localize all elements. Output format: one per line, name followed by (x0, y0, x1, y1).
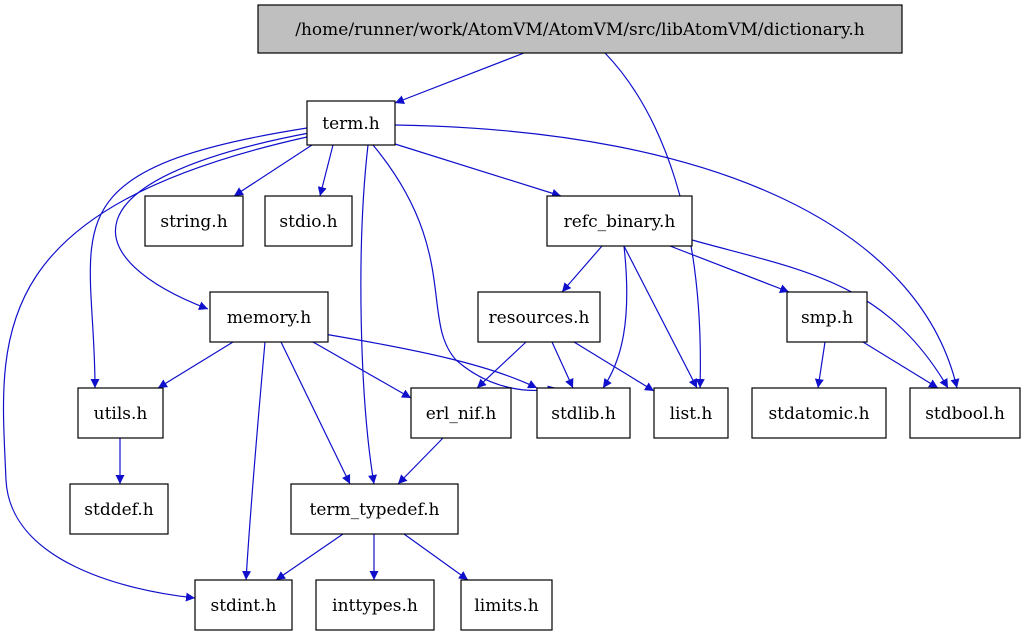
edge-resources-to-erl_nif (476, 341, 527, 389)
node-label: term.h (322, 114, 380, 134)
edge-term_typedef-to-stdint (275, 533, 344, 581)
node-dictionary[interactable]: /home/runner/work/AtomVM/AtomVM/src/libA… (257, 4, 903, 54)
node-label: erl_nif.h (426, 404, 497, 424)
node-label: string.h (160, 212, 227, 232)
node-box (257, 4, 903, 54)
edge-term-to-string (233, 144, 313, 197)
node-memory[interactable]: memory.h (209, 291, 329, 343)
node-label: refc_binary.h (564, 212, 676, 232)
node-term[interactable]: term.h (306, 100, 396, 146)
node-stdatomic[interactable]: stdatomic.h (751, 387, 887, 439)
node-erl-nif[interactable]: erl_nif.h (410, 387, 512, 439)
edge-smp-to-stdbool (862, 341, 939, 389)
node-label: inttypes.h (332, 596, 418, 616)
edge-memory-to-utils (157, 341, 234, 389)
node-box (653, 387, 729, 439)
edge-memory-to-stdint (242, 341, 266, 581)
edge-dictionary-to-list (604, 52, 705, 389)
node-label: stdatomic.h (768, 404, 869, 424)
node-box (264, 195, 353, 247)
nodes: /home/runner/work/AtomVM/AtomVM/src/libA… (69, 4, 1021, 631)
node-box (410, 387, 512, 439)
edge-term-to-stdio (317, 144, 334, 197)
node-box (144, 195, 244, 247)
edge-memory-to-term_typedef (280, 341, 351, 485)
edge-erl_nif-to-term_typedef (397, 437, 444, 485)
edges (2, 52, 960, 602)
node-term-typedef[interactable]: term_typedef.h (290, 483, 459, 535)
node-label: memory.h (227, 308, 311, 328)
node-inttypes[interactable]: inttypes.h (315, 579, 435, 631)
node-box (460, 579, 553, 631)
node-label: list.h (670, 404, 713, 424)
edge-refc_binary-to-stdbool (691, 239, 949, 389)
node-stdbool[interactable]: stdbool.h (909, 387, 1021, 439)
node-stdint[interactable]: stdint.h (194, 579, 293, 631)
edge-refc_binary-to-stdlib (602, 245, 628, 389)
node-box (786, 291, 868, 343)
node-list[interactable]: list.h (653, 387, 729, 439)
edge-term-to-stdint (2, 136, 308, 602)
node-utils[interactable]: utils.h (77, 387, 164, 439)
node-box (77, 387, 164, 439)
node-box (546, 195, 693, 247)
node-box (536, 387, 631, 439)
edge-refc_binary-to-list (623, 245, 698, 389)
node-label: /home/runner/work/AtomVM/AtomVM/src/libA… (295, 20, 865, 40)
node-box (69, 483, 169, 535)
node-resources[interactable]: resources.h (477, 291, 601, 343)
edge-smp-to-stdatomic (814, 341, 826, 389)
node-box (194, 579, 293, 631)
edge-memory-to-stdlib (317, 332, 538, 389)
node-label: resources.h (489, 308, 590, 328)
edge-dictionary-to-term (394, 52, 525, 104)
edge-resources-to-list (573, 341, 655, 392)
node-box (477, 291, 601, 343)
edge-term-to-stdlib (372, 144, 558, 395)
node-stdio[interactable]: stdio.h (264, 195, 353, 247)
node-label: stdio.h (279, 212, 337, 232)
node-label: stdint.h (210, 596, 276, 616)
node-stdlib[interactable]: stdlib.h (536, 387, 631, 439)
edge-memory-to-erl_nif (312, 341, 412, 399)
node-label: stddef.h (84, 500, 153, 520)
node-box (306, 100, 396, 146)
node-limits[interactable]: limits.h (460, 579, 553, 631)
edge-term-to-term_typedef (360, 144, 377, 485)
edge-refc_binary-to-resources (561, 245, 603, 293)
node-label: utils.h (94, 404, 148, 424)
node-label: stdbool.h (925, 404, 1005, 424)
edge-resources-to-stdlib (551, 341, 574, 389)
node-box (290, 483, 459, 535)
node-refc-binary[interactable]: refc_binary.h (546, 195, 693, 247)
node-box (315, 579, 435, 631)
node-label: smp.h (801, 308, 853, 328)
node-label: stdlib.h (551, 404, 616, 424)
node-box (751, 387, 887, 439)
node-smp[interactable]: smp.h (786, 291, 868, 343)
node-label: term_typedef.h (310, 500, 440, 520)
node-string[interactable]: string.h (144, 195, 244, 247)
edge-term_typedef-to-limits (403, 533, 469, 581)
node-box (909, 387, 1021, 439)
edge-term-to-memory (114, 132, 310, 310)
edge-term-to-stdbool (394, 124, 960, 389)
edge-refc_binary-to-smp (669, 245, 790, 293)
node-stddef[interactable]: stddef.h (69, 483, 169, 535)
node-label: limits.h (474, 596, 538, 616)
edge-term-to-refc_binary (394, 143, 562, 198)
node-box (209, 291, 329, 343)
